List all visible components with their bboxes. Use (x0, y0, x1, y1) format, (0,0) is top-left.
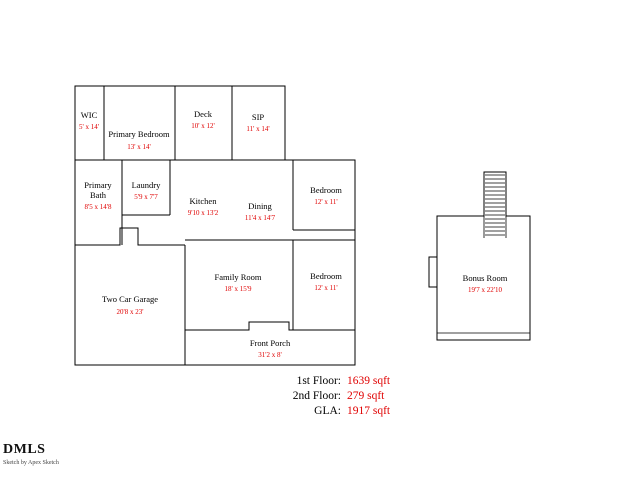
room-dims-dining: 11'4 x 14'7 (245, 214, 276, 222)
room-label-deck: Deck (194, 109, 213, 119)
room-dims-sip: 11' x 14' (246, 125, 269, 133)
room-dims-primary-bedroom: 13' x 14' (127, 143, 151, 151)
summary-value-2nd-floor: 279 sqft (347, 390, 385, 402)
room-label-bedroom-top-right: Bedroom (310, 185, 342, 195)
room-dims-wic: 5' x 14' (79, 123, 99, 131)
sketch-credit: Sketch by Apex Sketch (3, 460, 59, 466)
room-dims-front-porch: 31'2 x 8' (258, 351, 282, 359)
room-label-bonus-room: Bonus Room (463, 273, 508, 283)
room-label-primary-bath-line2: Bath (90, 190, 107, 200)
bonus-room-left-bump (428, 256, 437, 288)
room-dims-bedroom-top-right: 12' x 11' (314, 198, 337, 206)
room-label-kitchen: Kitchen (190, 196, 218, 206)
area-summary: 1st Floor: 1639 sqft 2nd Floor: 279 sqft… (293, 375, 391, 417)
brand-logo: DMLS (3, 442, 45, 457)
room-label-garage: Two Car Garage (102, 294, 158, 304)
room-label-primary-bath-line1: Primary (84, 180, 112, 190)
summary-label-gla: GLA: (314, 405, 341, 417)
room-label-primary-bedroom: Primary Bedroom (108, 129, 170, 139)
room-dims-primary-bath: 8'5 x 14'8 (84, 203, 112, 211)
room-dims-laundry: 5'9 x 7'7 (134, 193, 158, 201)
bonus-room-outline (436, 171, 531, 341)
main-outline (74, 85, 356, 366)
room-label-laundry: Laundry (132, 180, 162, 190)
room-dims-bedroom-bottom-right: 12' x 11' (314, 284, 337, 292)
room-labels: WIC 5' x 14' Primary Bedroom 13' x 14' D… (79, 109, 508, 359)
room-dims-garage: 20'8 x 23' (116, 308, 143, 316)
room-dims-deck: 10' x 12' (191, 122, 215, 130)
summary-label-2nd-floor: 2nd Floor: (293, 390, 341, 402)
summary-value-1st-floor: 1639 sqft (347, 375, 391, 387)
second-floor-plan (428, 171, 531, 341)
room-label-bedroom-bottom-right: Bedroom (310, 271, 342, 281)
room-dims-kitchen: 9'10 x 13'2 (188, 209, 219, 217)
room-label-front-porch: Front Porch (250, 338, 291, 348)
room-dims-bonus-room: 19'7 x 22'10 (468, 286, 503, 294)
summary-label-1st-floor: 1st Floor: (297, 375, 341, 387)
room-label-dining: Dining (248, 201, 272, 211)
room-dims-family-room: 18' x 15'9 (224, 285, 252, 293)
wall-front-porch-top (185, 321, 355, 331)
footer: DMLS Sketch by Apex Sketch (3, 442, 59, 466)
summary-value-gla: 1917 sqft (347, 405, 391, 417)
first-floor-plan (74, 85, 356, 366)
room-label-wic: WIC (81, 110, 98, 120)
wall-garage-top (75, 227, 185, 246)
room-label-family-room: Family Room (215, 272, 262, 282)
staircase-icon (485, 174, 505, 236)
room-label-sip: SIP (252, 112, 265, 122)
